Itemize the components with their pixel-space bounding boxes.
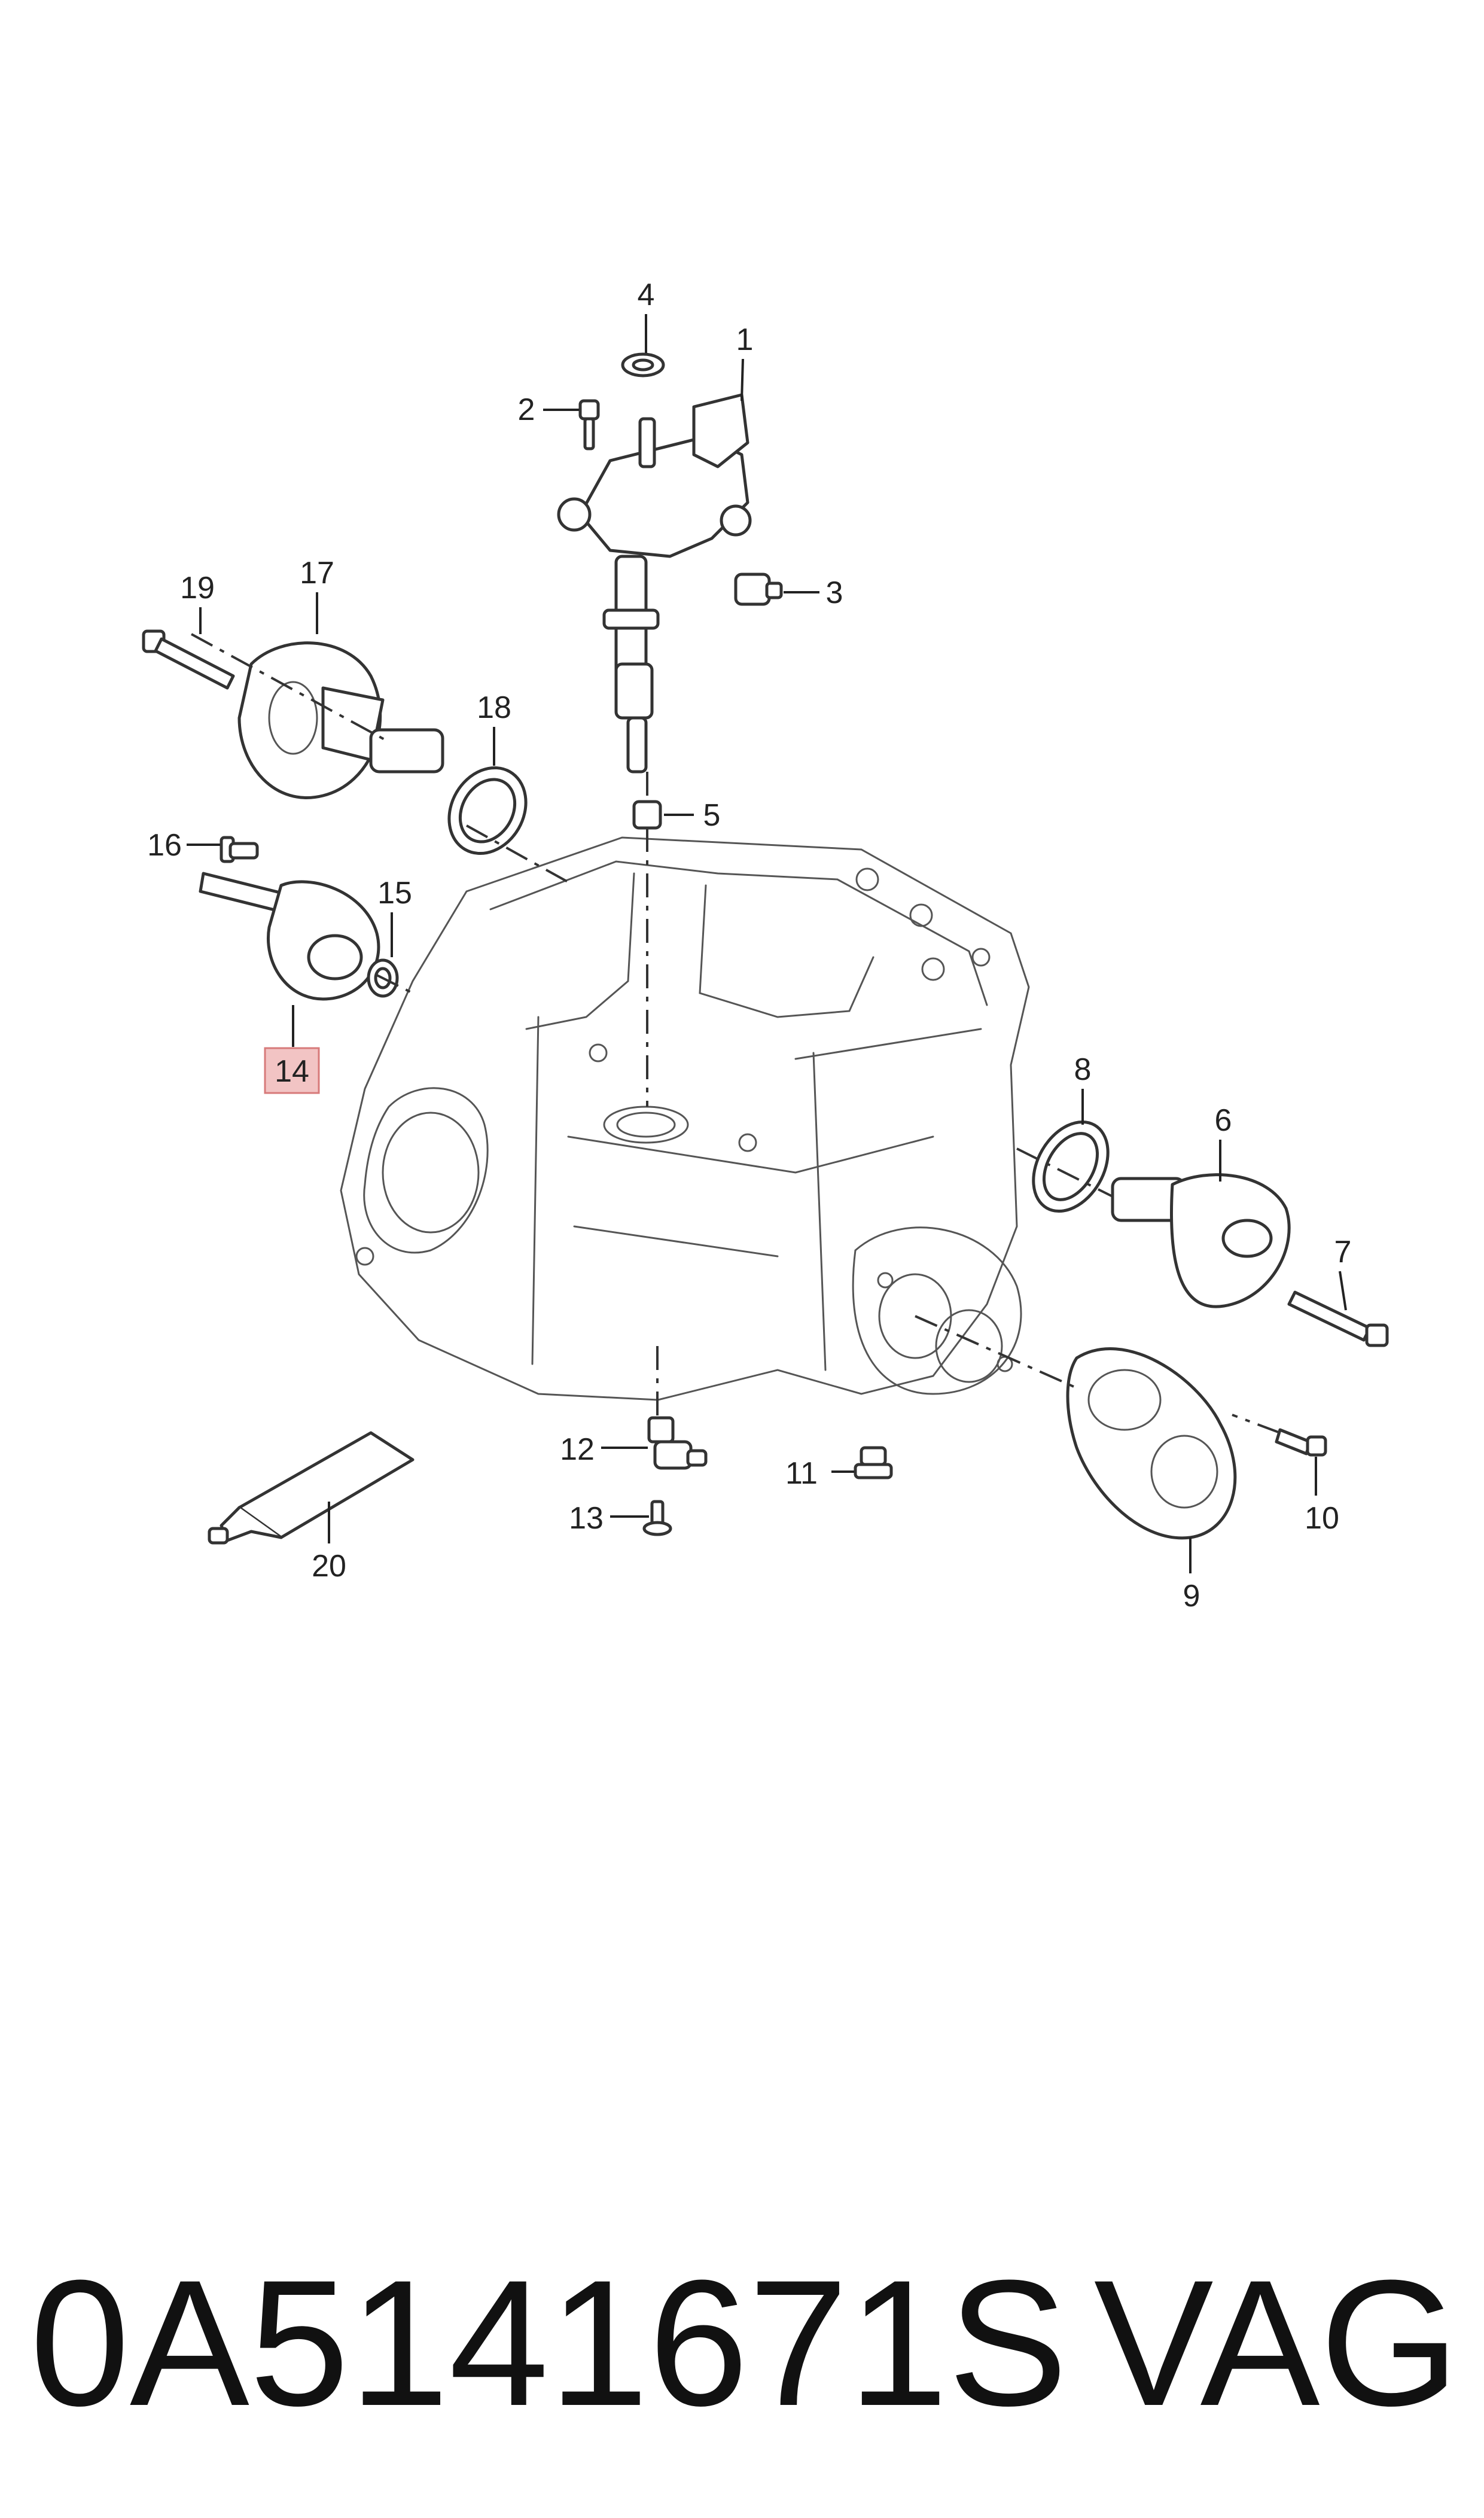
callout-8[interactable]: 8 xyxy=(1074,1052,1092,1087)
part-10-bolt xyxy=(1275,1428,1327,1457)
callouts: 1 2 3 4 5 6 7 8 9 10 11 12 13 14 15 16 1… xyxy=(147,278,1351,1613)
callout-6[interactable]: 6 xyxy=(1215,1103,1232,1138)
callout-10[interactable]: 10 xyxy=(1305,1501,1339,1536)
part-6-flange-shaft xyxy=(1111,1173,1291,1308)
part-5-bush xyxy=(632,800,662,830)
callout-11[interactable]: 11 xyxy=(785,1456,818,1491)
callout-15[interactable]: 15 xyxy=(377,876,412,911)
part-11-plug xyxy=(854,1446,893,1479)
part-number: 0A5141671S xyxy=(30,2242,1068,2443)
part-13-bolt xyxy=(642,1500,672,1536)
callout-7[interactable]: 7 xyxy=(1334,1235,1352,1269)
callout-12[interactable]: 12 xyxy=(560,1432,595,1467)
part-2-bolt xyxy=(578,399,600,450)
part-18-seal xyxy=(447,766,528,855)
part-12-sensor xyxy=(647,1416,708,1470)
callout-18[interactable]: 18 xyxy=(477,690,511,725)
part-17-flange-shaft xyxy=(237,641,444,799)
part-7-bolt xyxy=(1287,1290,1389,1347)
part-4-washer xyxy=(621,352,665,377)
center-lines xyxy=(191,633,1281,1434)
callout-17[interactable]: 17 xyxy=(300,556,334,590)
callout-20[interactable]: 20 xyxy=(312,1549,346,1584)
gearbox-housing xyxy=(340,836,1030,1401)
callout-14[interactable]: 14 xyxy=(275,1054,309,1089)
brand-name: VAG xyxy=(1094,2242,1459,2443)
part-14-release-bearing xyxy=(199,872,380,1001)
leader-lines xyxy=(187,314,1347,1573)
callout-13[interactable]: 13 xyxy=(569,1501,604,1536)
callout-2[interactable]: 2 xyxy=(518,392,535,427)
part-16-bolt xyxy=(220,836,259,863)
callout-14-highlight xyxy=(264,1047,320,1094)
part-20-sealant-tube xyxy=(208,1431,415,1545)
callout-19[interactable]: 19 xyxy=(180,571,215,605)
callout-9[interactable]: 9 xyxy=(1183,1579,1200,1613)
callout-5[interactable]: 5 xyxy=(703,798,721,833)
footer: 0A5141671S VAG xyxy=(30,2242,1459,2443)
part-1-shift-mechanism xyxy=(557,393,752,774)
callout-3[interactable]: 3 xyxy=(826,576,843,610)
part-8-seal xyxy=(1032,1120,1110,1213)
callout-16[interactable]: 16 xyxy=(147,828,182,863)
part-19-bolt xyxy=(142,629,235,690)
part-3-switch xyxy=(734,573,783,606)
callout-4[interactable]: 4 xyxy=(638,278,655,312)
part-9-cover xyxy=(1066,1347,1237,1540)
callout-1[interactable]: 1 xyxy=(736,322,754,357)
